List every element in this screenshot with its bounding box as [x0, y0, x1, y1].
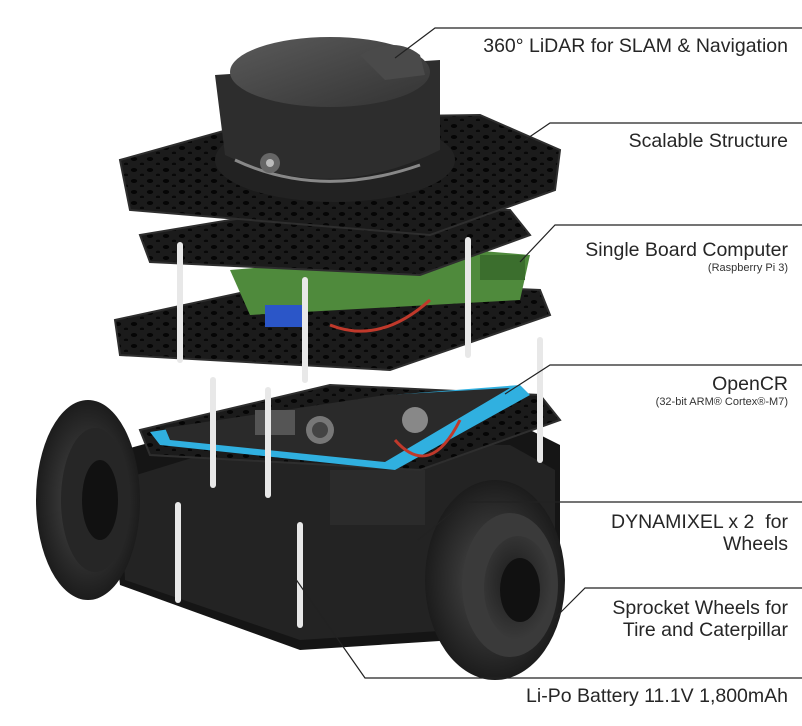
callout-sbc: Single Board Computer (Raspberry Pi 3)	[585, 239, 788, 274]
callout-structure-title: Scalable Structure	[628, 130, 788, 152]
standoffs	[175, 237, 543, 628]
callout-opencr-title: OpenCR	[712, 373, 788, 395]
leader-sprocket	[554, 587, 802, 619]
callout-lidar-title: 360° LiDAR for SLAM & Navigation	[483, 35, 788, 57]
callout-sprocket: Sprocket Wheels for Tire and Caterpillar	[612, 597, 788, 642]
callout-sprocket-line2: Tire and Caterpillar	[622, 618, 788, 641]
callout-sbc-subtitle: (Raspberry Pi 3)	[707, 261, 788, 274]
callout-dynamixel-line2: Wheels	[722, 532, 788, 555]
leader-opencr	[504, 364, 802, 395]
right-wheel	[425, 480, 565, 680]
callout-dynamixel-line1: DYNAMIXEL x 2 for	[611, 511, 788, 533]
opencr-board	[150, 385, 530, 470]
leader-lidar	[394, 27, 802, 59]
callout-opencr-subtitle: (32-bit ARM® Cortex®-M7)	[655, 395, 788, 408]
left-wheel	[36, 400, 140, 600]
leader-structure	[524, 122, 802, 141]
callout-lidar: 360° LiDAR for SLAM & Navigation	[483, 35, 788, 58]
callout-battery: Li-Po Battery 11.1V 1,800mAh	[526, 685, 788, 708]
callout-battery-title: Li-Po Battery 11.1V 1,800mAh	[526, 685, 788, 707]
lidar-sensor	[215, 37, 455, 202]
leader-sbc	[519, 224, 802, 263]
callout-structure: Scalable Structure	[628, 130, 788, 153]
leader-battery	[294, 577, 802, 679]
leader-dynamixel	[417, 501, 802, 541]
callout-opencr: OpenCR (32-bit ARM® Cortex®-M7)	[655, 373, 788, 408]
callout-sprocket-line1: Sprocket Wheels for	[612, 597, 788, 619]
leader-lines	[294, 27, 802, 679]
callout-dynamixel: DYNAMIXEL x 2 for Wheels	[611, 511, 788, 556]
callout-sbc-title: Single Board Computer	[585, 239, 788, 261]
